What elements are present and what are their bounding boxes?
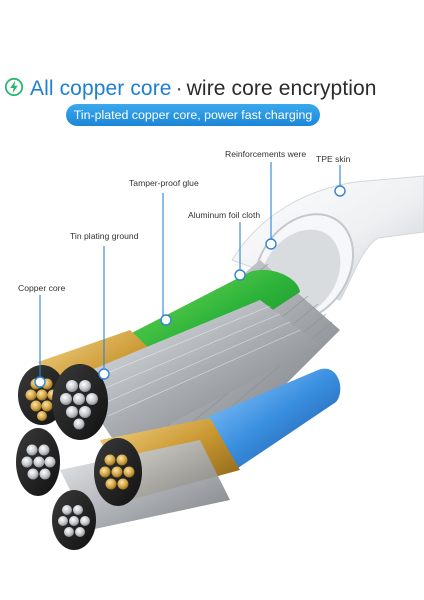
subtitle-badge: Tin-plated copper core, power fast charg…: [66, 104, 320, 126]
callout-tpe-skin: TPE skin: [316, 154, 351, 164]
headline-primary: All copper core: [30, 77, 172, 100]
headline-separator: ·: [175, 77, 183, 100]
callout-tamper-proof-glue: Tamper-proof glue: [129, 178, 199, 188]
callout-copper-core: Copper core: [18, 283, 66, 293]
callout-tin-plating-ground: Tin plating ground: [70, 231, 139, 241]
lower-core-ends: [16, 428, 142, 550]
lightning-bolt-icon: [4, 77, 24, 97]
headline: All copper core·wire core encryption: [0, 75, 424, 105]
headline-secondary: wire core encryption: [186, 77, 377, 100]
headline-text: All copper core·wire core encryption: [30, 75, 377, 103]
callout-markers: [34, 185, 346, 388]
callout-aluminum-foil-cloth: Aluminum foil cloth: [188, 210, 261, 220]
tin-plated-core-end: [52, 364, 108, 440]
callout-reinforcements: Reinforcements were: [225, 149, 307, 159]
callout-leaders: [39, 162, 341, 376]
